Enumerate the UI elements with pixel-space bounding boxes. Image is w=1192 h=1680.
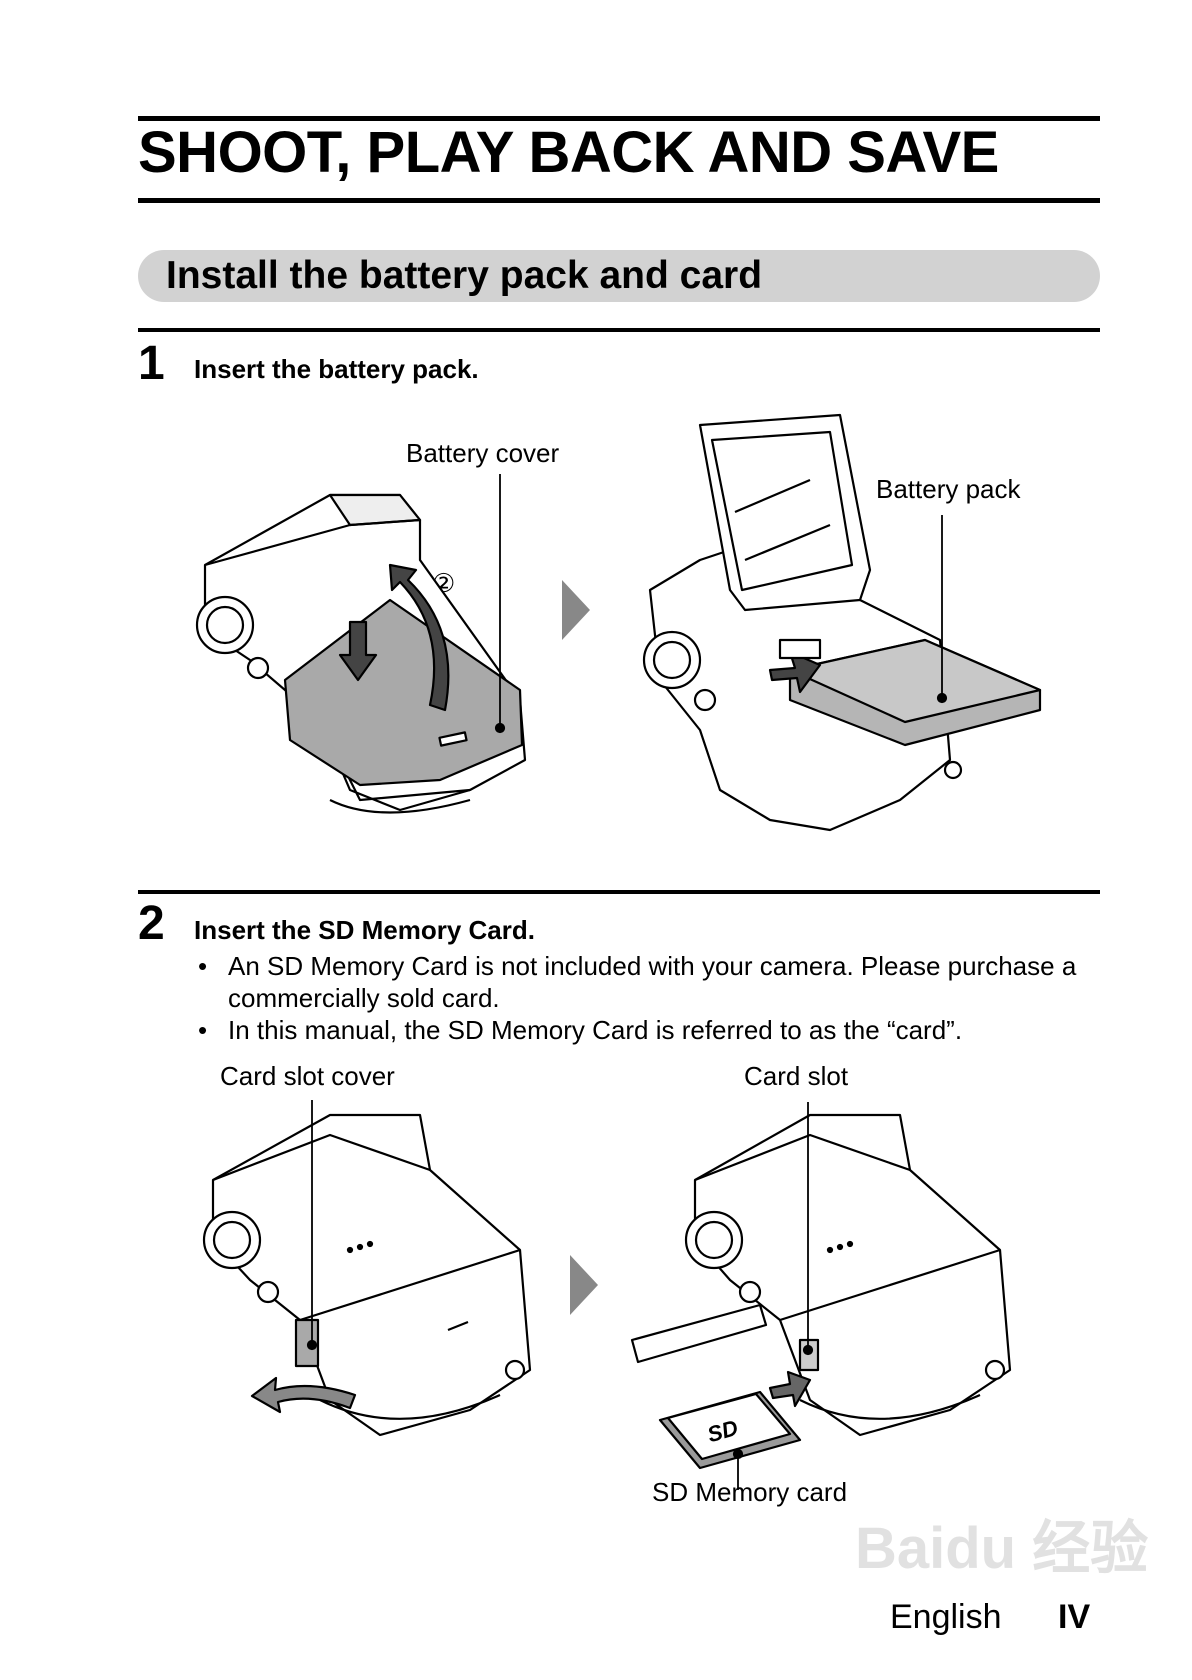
card-slot-label: Card slot (744, 1061, 849, 1091)
card-slot-cover-label: Card slot cover (220, 1061, 395, 1091)
step2-text: Insert the SD Memory Card. (194, 915, 535, 945)
camera-card-slot-illustration (630, 1102, 1012, 1490)
battery-cover-label: Battery cover (406, 438, 560, 468)
arrow-right-icon (570, 1255, 598, 1315)
camera-battery-pack-illustration (642, 413, 1042, 832)
page-title: SHOOT, PLAY BACK AND SAVE (138, 120, 999, 185)
note-item: In this manual, the SD Memory Card is re… (198, 1014, 1078, 1046)
battery-pack-label: Battery pack (876, 474, 1021, 504)
step1-number: 1 (138, 337, 165, 390)
step1-text: Insert the battery pack. (194, 354, 479, 384)
sd-memory-card-label: SD Memory card (652, 1477, 848, 1507)
step2-rule (138, 890, 1100, 894)
arrow-right-icon (562, 580, 590, 640)
title-bottom-rule (138, 198, 1100, 203)
note-item: An SD Memory Card is not included with y… (198, 950, 1078, 1014)
section-title: Install the battery pack and card (166, 254, 763, 297)
title-top-rule (138, 116, 1100, 121)
camera-battery-cover-illustration (195, 474, 527, 814)
step2-number: 2 (138, 897, 165, 950)
step1-rule (138, 328, 1100, 332)
section-header-bar (138, 250, 1100, 302)
footer-language: English (890, 1598, 1002, 1636)
footer-page-number: IV (1058, 1598, 1091, 1636)
camera-card-slot-cover-illustration (202, 1100, 532, 1437)
baidu-watermark: Baidu 经验 (855, 1516, 1149, 1581)
step2-notes: An SD Memory Card is not included with y… (198, 950, 1078, 1046)
